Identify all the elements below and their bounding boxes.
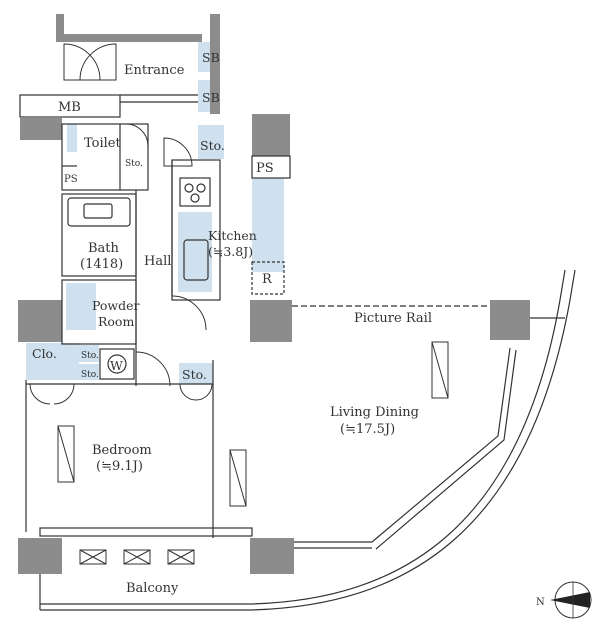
label-picture-rail: Picture Rail xyxy=(354,311,432,326)
label-hall: Hall xyxy=(144,254,171,269)
label-washer: W xyxy=(110,358,123,373)
label-bath-size: (1418) xyxy=(80,257,123,272)
label-bath: Bath xyxy=(88,241,120,256)
column-kitchen xyxy=(252,114,290,156)
structural-walls xyxy=(18,14,530,574)
column-living-right xyxy=(490,300,530,340)
label-sb-2: SB xyxy=(202,90,220,105)
toilet-room xyxy=(61,123,149,191)
storage-kitchen xyxy=(198,125,224,159)
label-clo: Clo. xyxy=(32,346,57,361)
storage-areas xyxy=(26,42,284,384)
label-toilet: Toilet xyxy=(84,136,121,151)
stove xyxy=(179,177,211,207)
living-window-2 xyxy=(375,349,517,550)
partition-lines xyxy=(19,94,576,611)
label-kitchen-area: (≒3.8J) xyxy=(208,244,253,259)
column-living-left xyxy=(250,300,292,342)
label-sto-toilet: Sto. xyxy=(125,159,143,169)
label-sto-small-1: Sto. xyxy=(81,351,99,361)
column-bedroom-left xyxy=(18,300,62,342)
north-arrow-icon xyxy=(550,581,592,619)
label-sb-1: SB xyxy=(202,50,220,65)
balcony-curve-inner xyxy=(40,269,576,611)
column-bedroom-bottom xyxy=(18,538,62,574)
label-bedroom: Bedroom xyxy=(92,443,152,458)
closet-bedroom xyxy=(26,343,79,380)
toilet-shelf xyxy=(67,124,77,152)
column-mb xyxy=(20,118,62,140)
label-kitchen: Kitchen xyxy=(208,228,257,243)
label-ps-toilet: PS xyxy=(64,174,78,185)
wall-entrance-top xyxy=(56,34,202,42)
mb-box xyxy=(19,94,121,118)
label-north: N xyxy=(536,597,545,608)
ceiling-marks xyxy=(57,341,449,565)
label-powder-2: Room xyxy=(98,314,134,329)
column-living-bottom xyxy=(250,538,294,574)
living-window-1 xyxy=(371,347,511,543)
storage-small-1 xyxy=(79,345,99,362)
label-living: Living Dining xyxy=(330,405,419,420)
label-balcony: Balcony xyxy=(126,581,179,596)
powder-vanity xyxy=(66,283,96,330)
label-mb: MB xyxy=(58,100,81,115)
label-powder-1: Powder xyxy=(92,298,140,313)
wall-entrance-left xyxy=(56,14,64,42)
label-bedroom-area: (≒9.1J) xyxy=(96,459,143,474)
door-swings xyxy=(29,43,213,405)
sink xyxy=(183,239,209,281)
label-sto-kitchen: Sto. xyxy=(200,138,225,153)
kitchen-zone xyxy=(171,159,221,301)
bedroom-window xyxy=(39,527,253,537)
label-ps-kitchen: PS xyxy=(256,161,274,176)
room-labels: Entrance MB SB SB Toilet Sto. PS Sto. PS… xyxy=(32,50,545,608)
storage-bedroom xyxy=(179,363,213,384)
balcony-curve-outer xyxy=(40,269,566,605)
storage-small-2 xyxy=(79,364,99,380)
ps-kitchen xyxy=(251,155,291,179)
kitchen-cabinet xyxy=(252,178,284,272)
label-sto-small-2: Sto. xyxy=(81,370,99,380)
refrigerator xyxy=(251,261,285,295)
bathtub xyxy=(67,197,131,227)
wall-entrance-right xyxy=(210,14,220,114)
label-entrance: Entrance xyxy=(124,63,185,78)
label-refrigerator: R xyxy=(262,272,273,287)
washer-box xyxy=(99,348,135,380)
label-living-area: (≒17.5J) xyxy=(340,422,395,437)
label-sto-bedroom: Sto. xyxy=(182,367,207,382)
